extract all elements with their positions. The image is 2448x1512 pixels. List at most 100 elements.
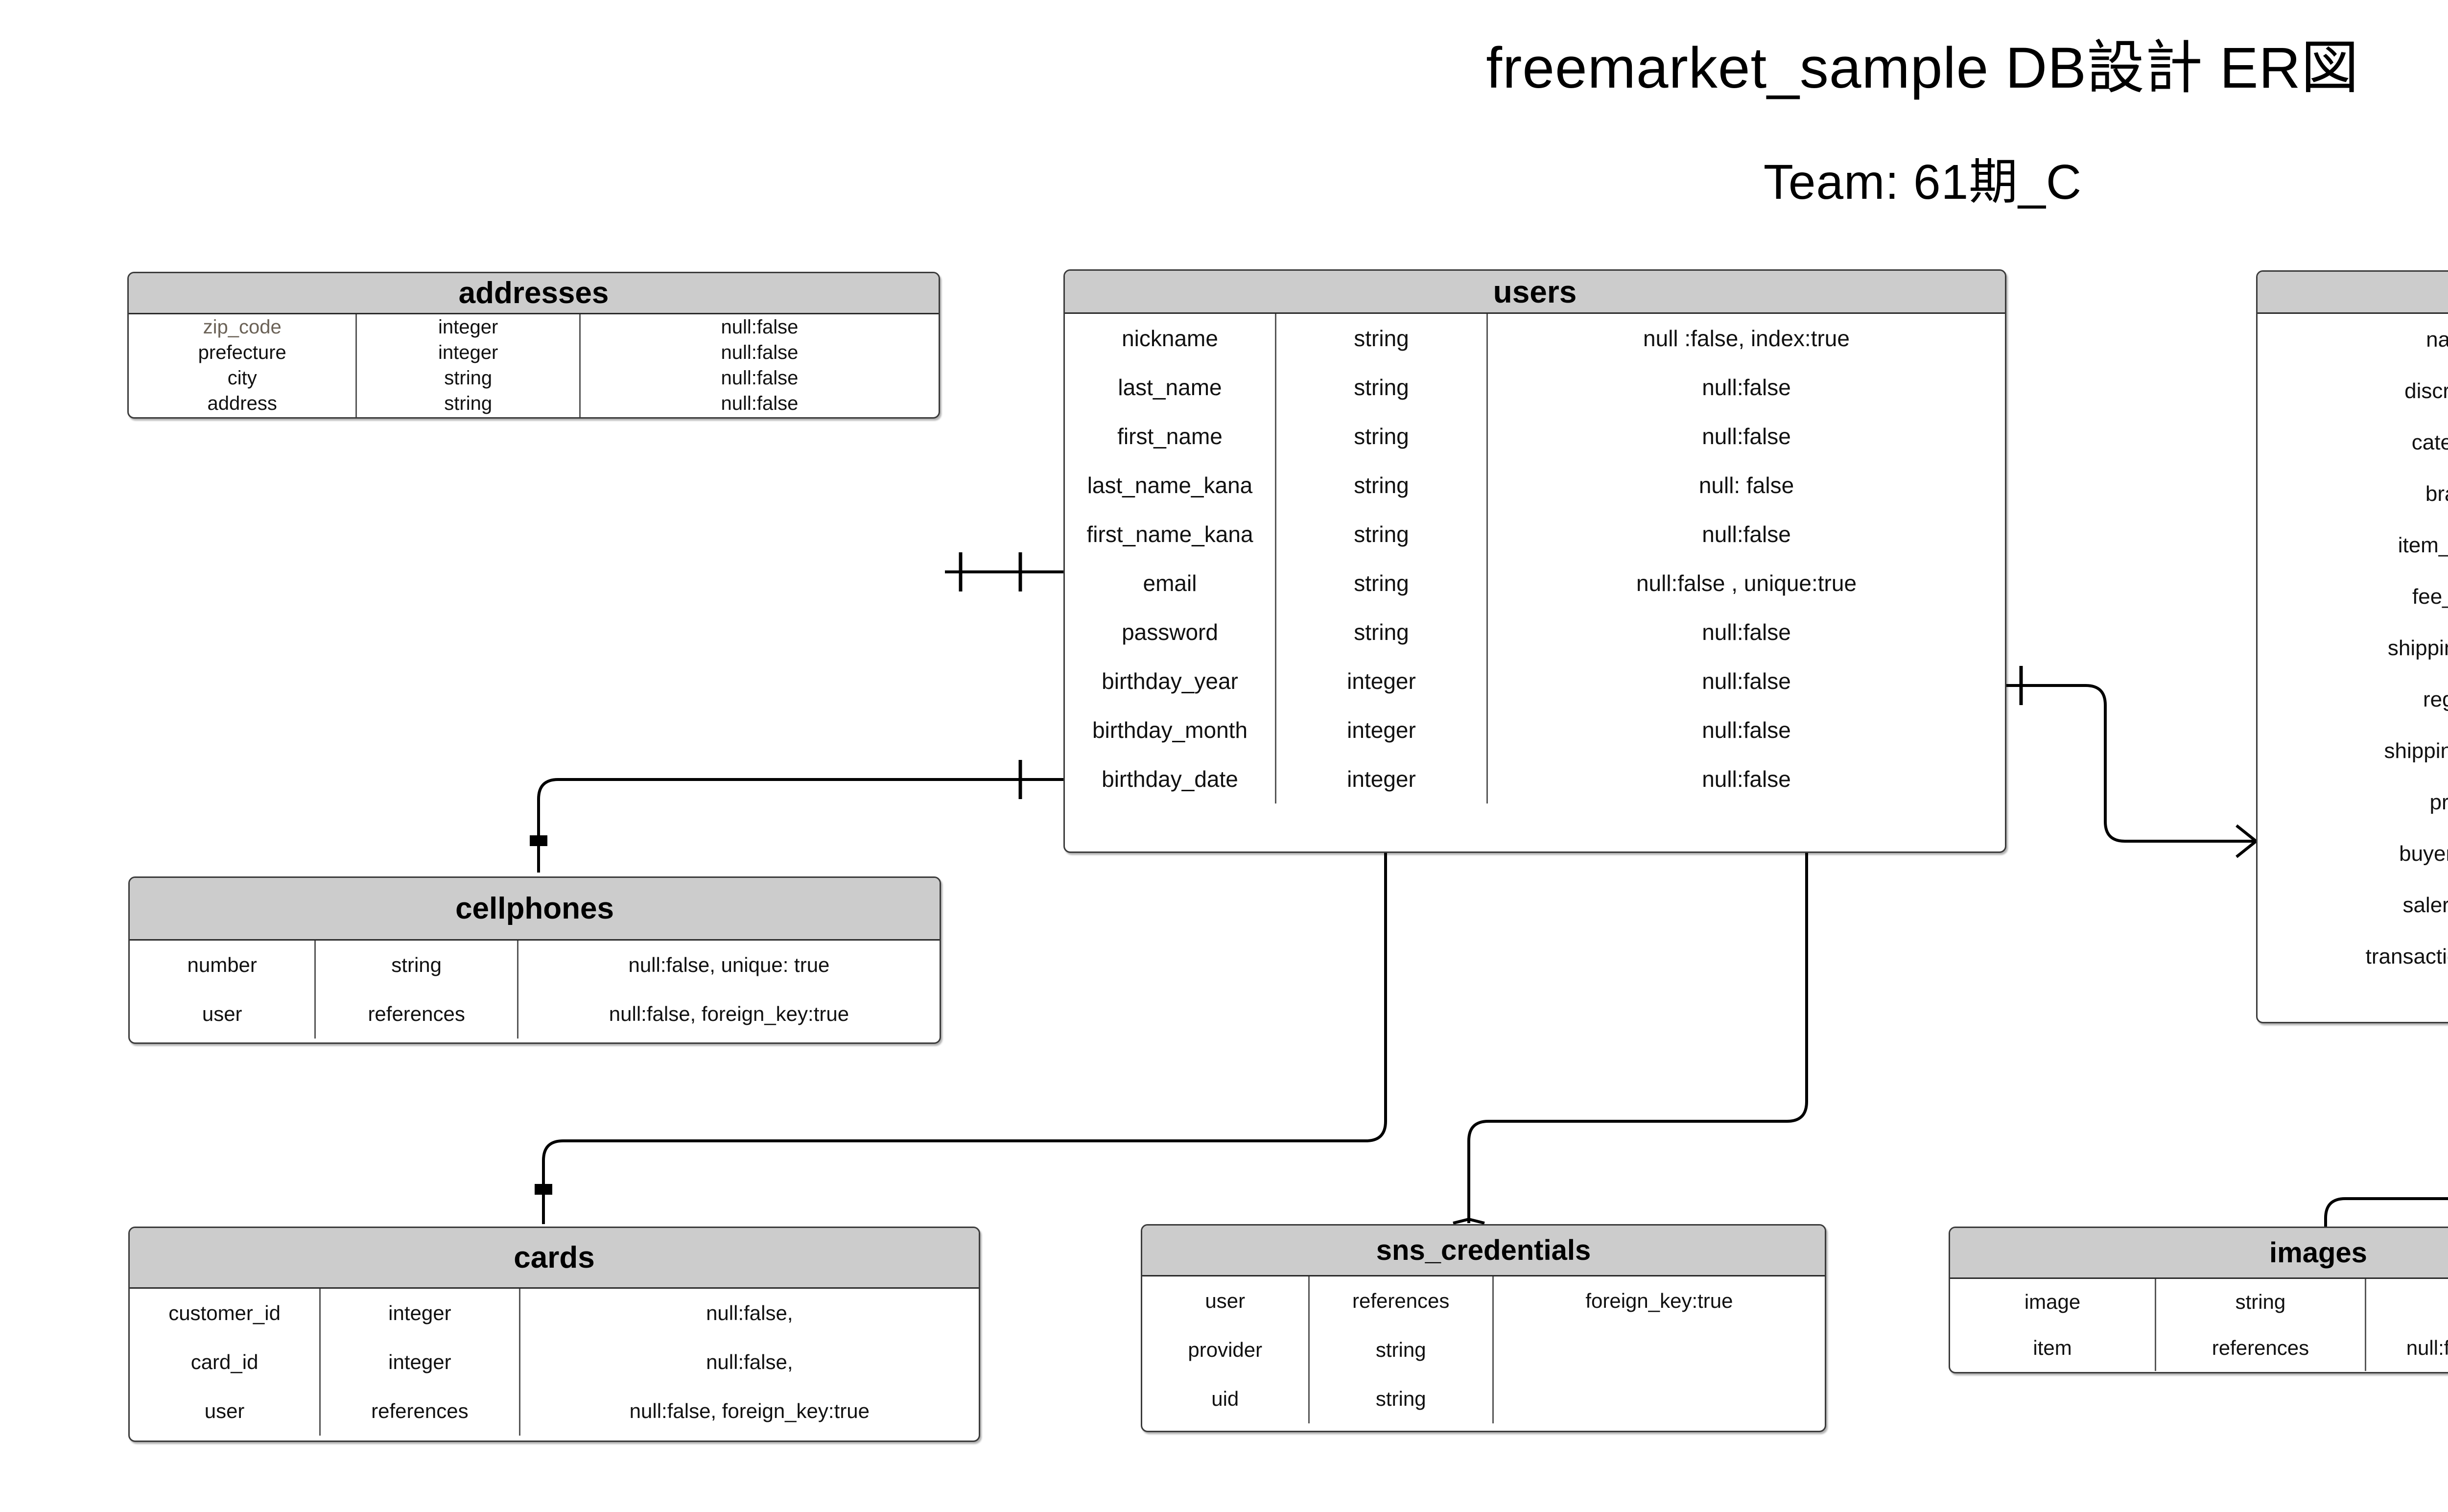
column-type-cell: string: [1276, 412, 1488, 461]
table-row: item_statusintegernull:false: [2258, 520, 2448, 571]
table-row: transaction_statusintegernull:false: [2258, 931, 2448, 982]
column-type-cell: string: [1310, 1374, 1494, 1423]
page-title: freemarket_sample DB設計 ER図: [1486, 36, 2359, 100]
column-type-cell: integer: [357, 314, 581, 340]
column-name-cell: birthday_month: [1065, 706, 1276, 755]
column-options-cell: [1494, 1374, 1825, 1423]
column-type-cell: integer: [357, 340, 581, 365]
column-name-cell: buyer_user: [2258, 828, 2448, 879]
column-name-cell: shipping_days: [2258, 725, 2448, 777]
column-type-cell: string: [1276, 559, 1488, 608]
column-name-cell: transaction_status: [2258, 931, 2448, 982]
column-type-cell: string: [1276, 608, 1488, 657]
column-options-cell: null:false, foreign_key:true: [2406, 1336, 2448, 1359]
column-type-cell: string: [357, 416, 581, 417]
column-name-cell: user: [1142, 1276, 1310, 1325]
column-name-cell: region: [2258, 674, 2448, 725]
table-row: shipping_daysintegernull: false: [2258, 725, 2448, 777]
column-name-cell: card_id: [130, 1338, 321, 1387]
column-options-cell: null:false: [721, 392, 799, 414]
column-type-cell: string: [1276, 461, 1488, 510]
column-options-cell: null:false: [1702, 375, 1791, 400]
entity-title-addresses: addresses: [129, 273, 939, 314]
table-row: brandreferencesnull:false, foreign_key: …: [2258, 468, 2448, 520]
column-options-cell: null:false: [1702, 424, 1791, 449]
entity-images[interactable]: images imagestringnull:falseitemreferenc…: [1949, 1227, 2448, 1373]
column-type-cell: integer: [321, 1289, 520, 1338]
column-name-cell: provider: [1142, 1325, 1310, 1374]
column-name-cell: first_name: [1065, 412, 1276, 461]
column-name-cell: birthday_year: [1065, 657, 1276, 706]
column-name-cell: birthday_date: [1065, 755, 1276, 803]
column-name-cell: uid: [1142, 1374, 1310, 1423]
wire-users-items: [2006, 684, 2256, 843]
column-name-cell: email: [1065, 559, 1276, 608]
column-options-cell: null:false: [1702, 521, 1791, 547]
column-type-cell: string: [357, 365, 581, 391]
entity-title-cards: cards: [130, 1228, 979, 1289]
column-name-cell: item_status: [2258, 520, 2448, 571]
column-options-cell: null:false: [1702, 619, 1791, 645]
column-name-cell: nickname: [1065, 314, 1276, 363]
column-options-cell: null:false,: [706, 1350, 793, 1373]
column-name-cell: shipping_way: [2258, 622, 2448, 674]
column-type-cell: string: [1276, 510, 1488, 559]
table-row: buildingstring: [129, 416, 939, 417]
wire-users-sns: [1467, 853, 1808, 1219]
column-name-cell: customer_id: [130, 1289, 321, 1338]
column-type-cell: integer: [321, 1338, 520, 1387]
entity-title-sns-credentials: sns_credentials: [1142, 1226, 1825, 1276]
column-type-cell: string: [2156, 1279, 2366, 1325]
column-type-cell: references: [321, 1387, 520, 1436]
table-row: discriptionstringnull:false: [2258, 365, 2448, 417]
wire-users-cellphones: [537, 778, 1063, 873]
column-options-cell: [1494, 1325, 1825, 1374]
column-type-cell: string: [1276, 363, 1488, 412]
column-options-cell: null:false, unique: true: [628, 953, 830, 976]
entity-title-users: users: [1065, 271, 2005, 314]
entity-title-items: items: [2258, 272, 2448, 314]
crowfoot-sns: [1453, 1218, 1485, 1225]
column-options-cell: null:false: [2366, 1279, 2448, 1325]
crowfoot-cellphones: [530, 835, 547, 846]
table-row: regionintegernull:false: [2258, 674, 2448, 725]
table-row: shipping_wayintegernull: false: [2258, 622, 2448, 674]
column-name-cell: zip_code: [129, 314, 357, 340]
wire-items-images: [2324, 1197, 2448, 1269]
column-name-cell: category: [2258, 417, 2448, 468]
column-type-cell: string: [357, 391, 581, 416]
column-options-cell: null:false: [1702, 668, 1791, 694]
